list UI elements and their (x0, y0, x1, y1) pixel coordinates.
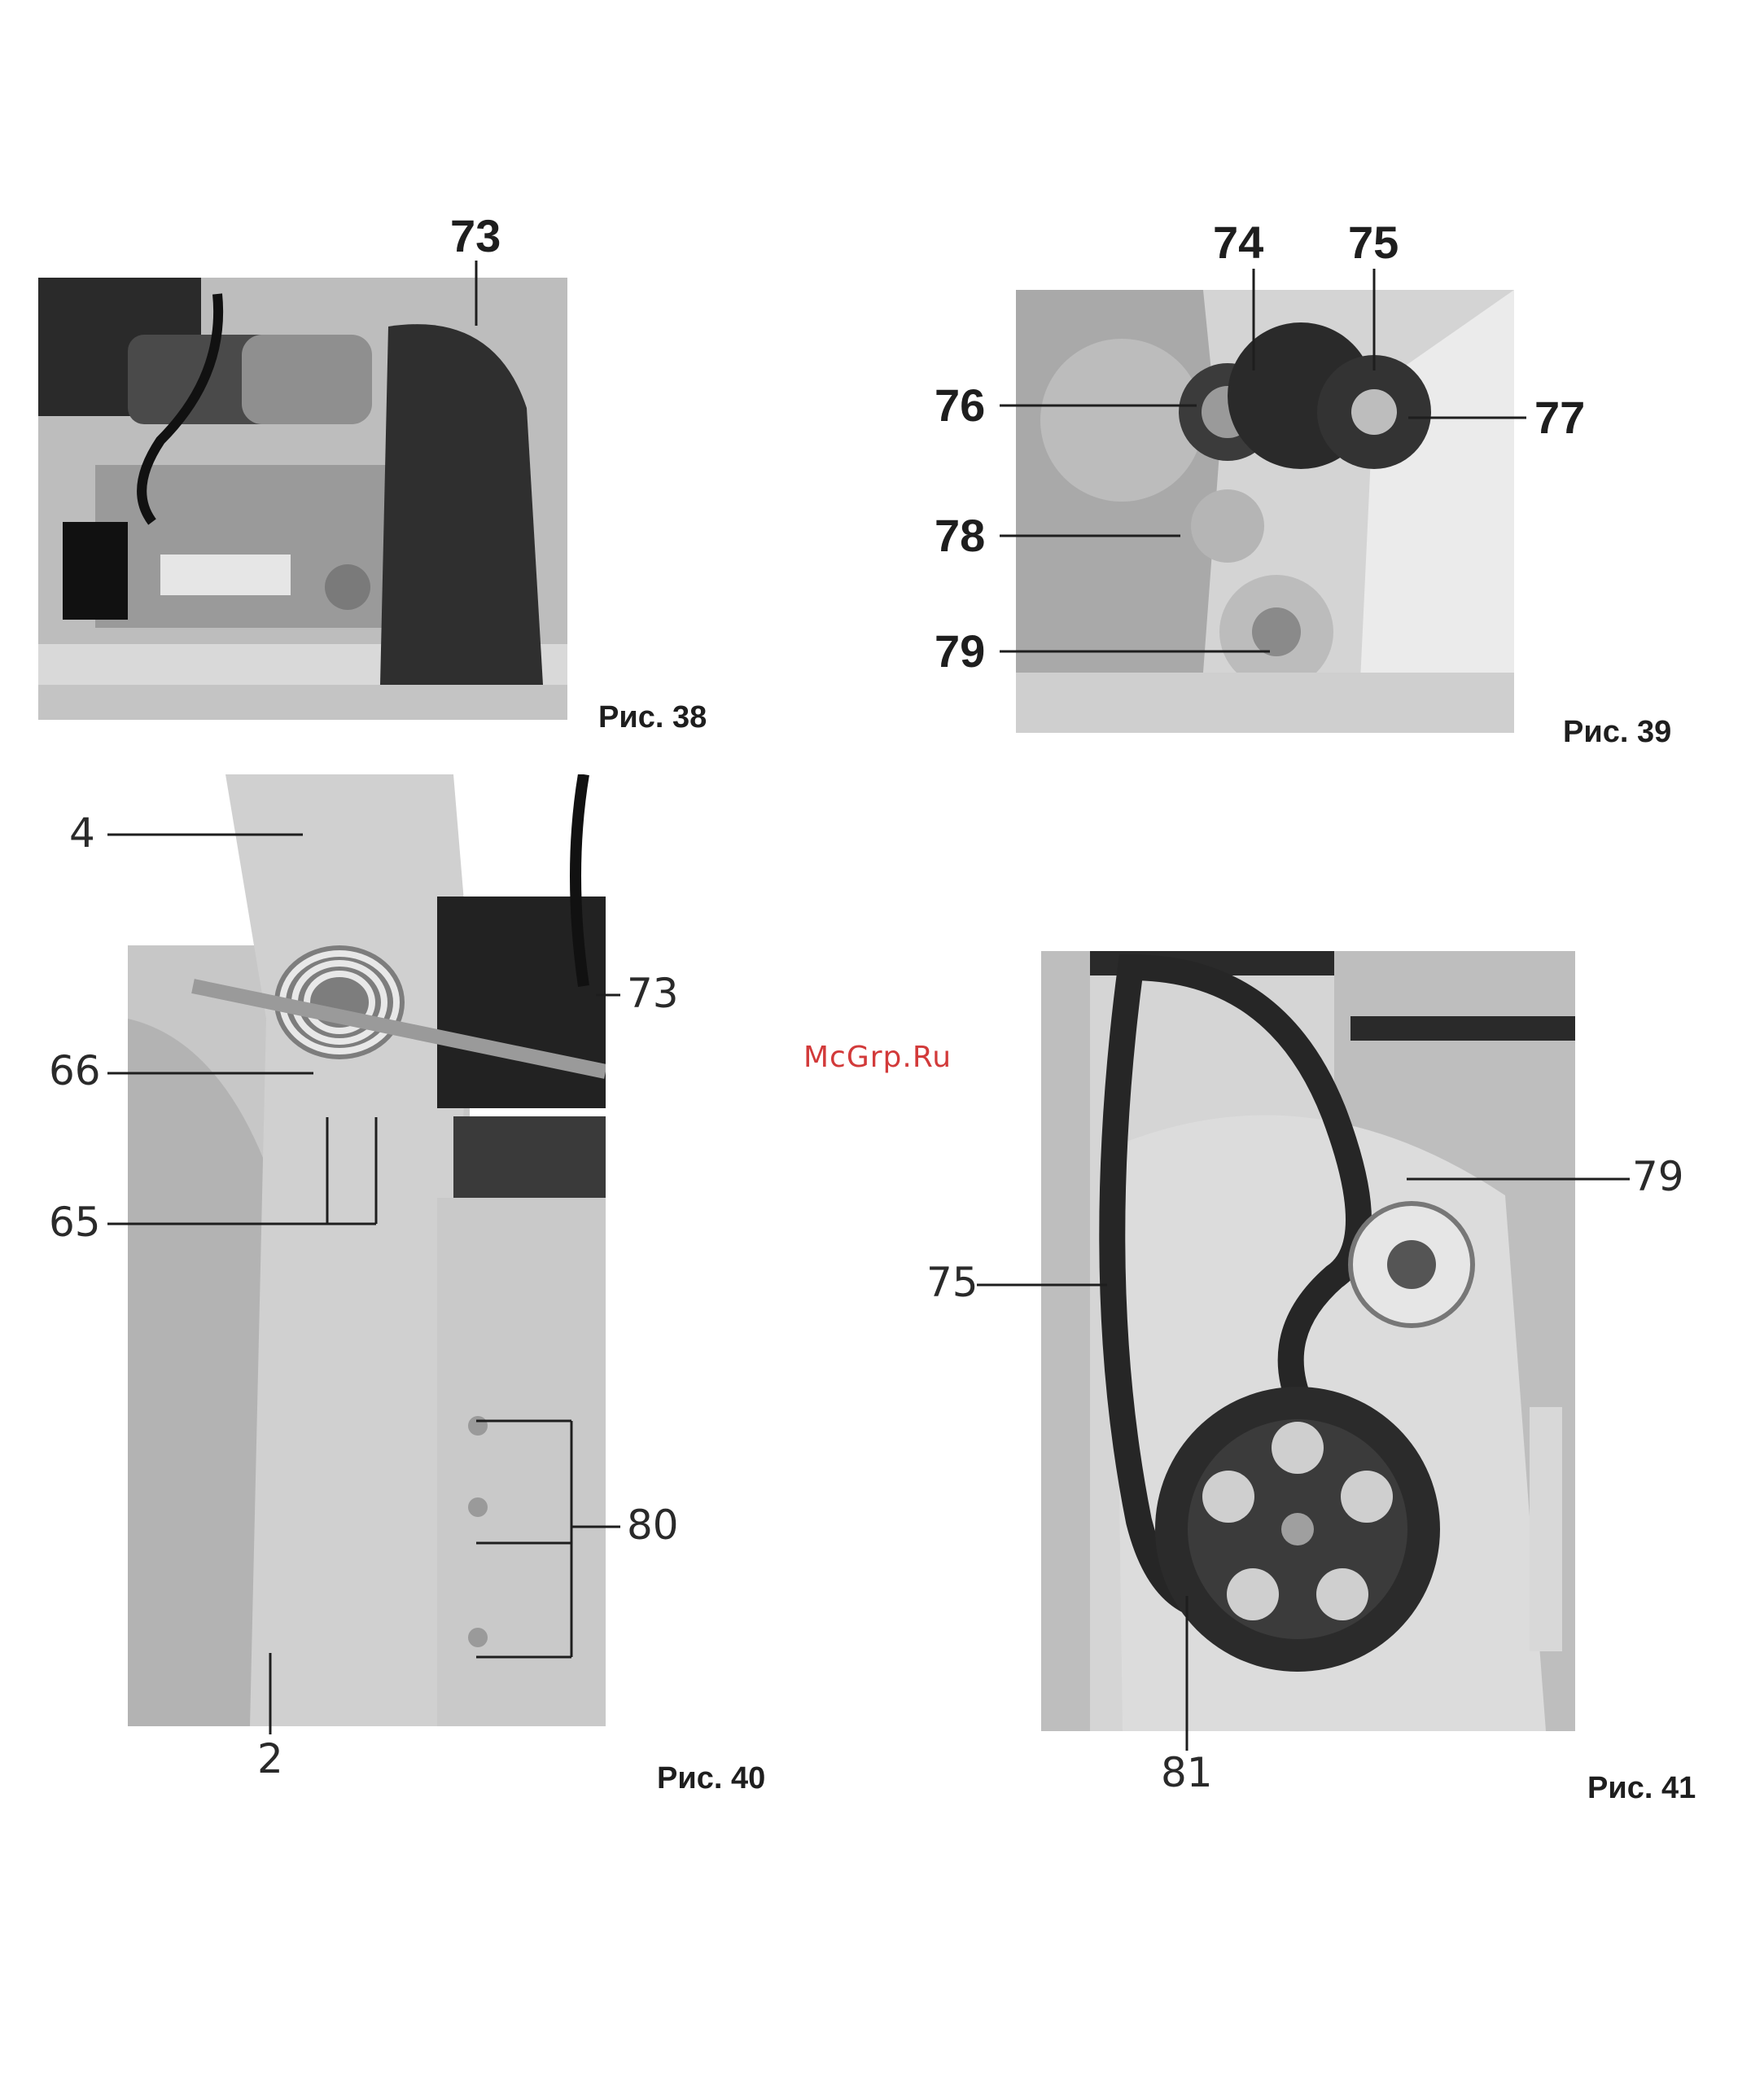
callout-77-fig39: 77 (1534, 395, 1585, 441)
figure-40-caption: Рис. 40 (657, 1761, 765, 1796)
callout-74-fig39: 74 (1213, 220, 1263, 265)
callout-75-fig39: 75 (1348, 220, 1399, 265)
callout-4-fig40: 4 (69, 813, 95, 853)
figure-39-caption: Рис. 39 (1563, 715, 1671, 750)
callout-2-fig40: 2 (257, 1738, 283, 1779)
figure-38-photo (38, 278, 567, 720)
callout-76-fig39: 76 (935, 383, 985, 428)
figure-41-caption: Рис. 41 (1587, 1771, 1696, 1806)
figure-40-photo (128, 774, 606, 1726)
figure-39-photo (1016, 290, 1514, 733)
callout-73-fig38: 73 (450, 213, 501, 259)
callout-78-fig39: 78 (935, 513, 985, 559)
callout-81-fig41: 81 (1161, 1752, 1213, 1793)
watermark-text: McGrp.Ru (803, 1041, 952, 1074)
callout-80-fig40: 80 (627, 1505, 679, 1545)
callout-79-fig41: 79 (1632, 1156, 1684, 1197)
callout-66-fig40: 66 (49, 1050, 101, 1091)
callout-79-fig39: 79 (935, 629, 985, 674)
callout-73-fig40: 73 (627, 973, 679, 1014)
figure-41-photo (1041, 951, 1575, 1731)
callout-65-fig40: 65 (49, 1202, 101, 1243)
figure-38-caption: Рис. 38 (598, 700, 707, 735)
callout-75-fig41: 75 (926, 1262, 978, 1303)
